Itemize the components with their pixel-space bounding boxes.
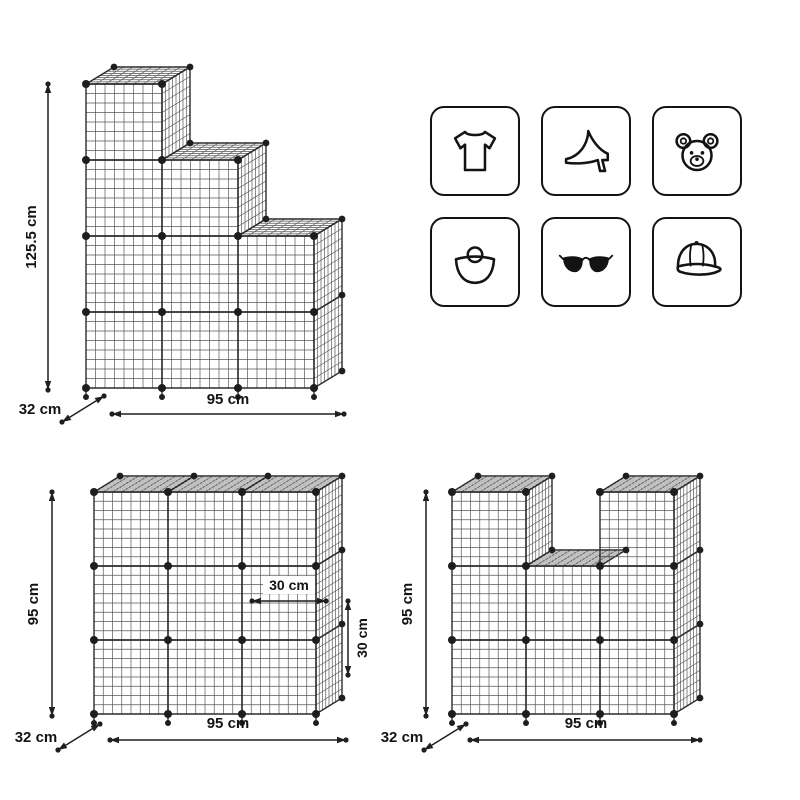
grid3x3-width-label: 95 cm (207, 715, 250, 732)
cap-icon (676, 240, 722, 276)
storage-tile-cap (652, 217, 742, 307)
storage-tile-sunglasses (541, 217, 631, 307)
storage-tile-high-heel (541, 106, 631, 196)
staircase-unit-figure (82, 63, 346, 400)
sunglasses-icon (558, 254, 614, 273)
high-heel-icon (564, 129, 610, 173)
storage-tile-handbag (430, 217, 520, 307)
dimension-lines (44, 81, 703, 753)
grid3x3-height-label: 95 cm (25, 583, 42, 626)
storage-tile-teddy-bear (652, 106, 742, 196)
handbag-icon (454, 246, 496, 285)
storage-tile-tshirt (430, 106, 520, 196)
storage-icon-grid (430, 106, 742, 307)
ushape-depth-label: 32 cm (381, 729, 424, 746)
u-shape-unit-figure (448, 472, 704, 726)
staircase-width-label: 95 cm (207, 391, 250, 408)
cube-width-label-backing (263, 576, 315, 594)
teddy-bear-icon (675, 132, 719, 172)
ushape-height-label: 95 cm (399, 583, 416, 626)
cube-width-label: 30 cm (269, 577, 309, 593)
staircase-height-label: 125.5 cm (23, 205, 40, 268)
grid3x3-depth-label: 32 cm (15, 729, 58, 746)
grid-3x3-unit-figure (90, 472, 346, 726)
ushape-width-label: 95 cm (565, 715, 608, 732)
staircase-depth-label: 32 cm (19, 401, 62, 418)
cube-height-label: 30 cm (354, 618, 370, 658)
tshirt-icon (453, 130, 497, 172)
